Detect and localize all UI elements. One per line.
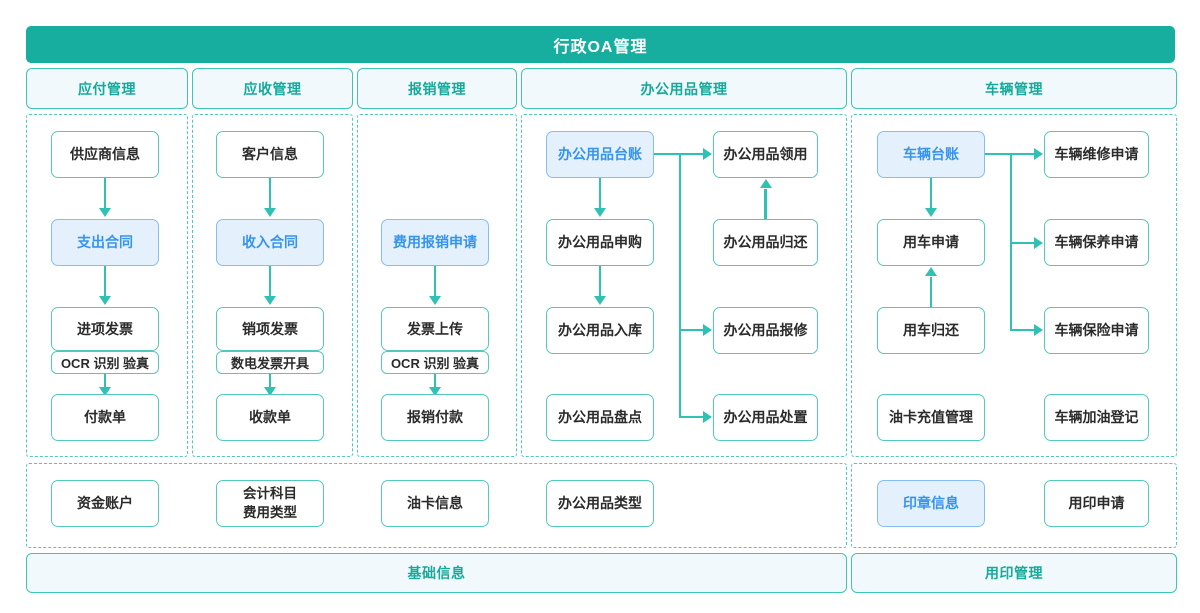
connector-arrow-right: [1034, 237, 1043, 250]
page-title: 行政OA管理: [26, 26, 1175, 63]
node-seal-info[interactable]: 印章信息: [877, 480, 985, 527]
node-vehicle-repair-request[interactable]: 车辆维修申请: [1044, 131, 1149, 178]
node-supplier-info[interactable]: 供应商信息: [51, 131, 159, 178]
connector-arrow-down: [99, 387, 111, 396]
node-supplies-ledger[interactable]: 办公用品台账: [546, 131, 654, 178]
group-box-seal: [851, 463, 1177, 548]
node-supplies-requisition[interactable]: 办公用品领用: [713, 131, 818, 178]
connector-line: [268, 266, 272, 297]
connector-arrow-down: [925, 208, 937, 217]
subnode-input-invoice-ocr[interactable]: OCR 识别 验真: [51, 351, 159, 374]
connector-arrow-down: [264, 296, 276, 305]
connector-line: [598, 266, 602, 297]
node-output-invoice[interactable]: 销项发票: [216, 307, 324, 351]
node-supplies-stocktake[interactable]: 办公用品盘点: [546, 394, 654, 441]
connector-arrow-down: [99, 296, 111, 305]
connector-line: [1010, 329, 1035, 332]
connector-line: [1010, 242, 1035, 245]
connector-arrow-right: [703, 411, 712, 424]
subnode-output-invoice-issue[interactable]: 数电发票开具: [216, 351, 324, 374]
connector-line: [654, 153, 681, 156]
node-vehicle-ledger[interactable]: 车辆台账: [877, 131, 985, 178]
section-header-payable[interactable]: 应付管理: [26, 68, 188, 109]
node-expense-claim[interactable]: 费用报销申请: [381, 219, 489, 266]
group-box-vehicle: [851, 114, 1177, 457]
footer-label-basic-info[interactable]: 基础信息: [26, 553, 847, 593]
group-box-supplies: [521, 114, 847, 457]
connector-line: [433, 374, 437, 388]
connector-line: [268, 374, 272, 388]
section-header-vehicle[interactable]: 车辆管理: [851, 68, 1177, 109]
node-fuel-card-info[interactable]: 油卡信息: [381, 480, 489, 527]
connector-arrow-down: [264, 208, 276, 217]
connector-arrow-right: [703, 324, 712, 337]
group-box-reimburse: [357, 114, 517, 457]
connector-arrow-down: [594, 296, 606, 305]
node-supplies-repair[interactable]: 办公用品报修: [713, 307, 818, 354]
connector-arrow-right: [1034, 148, 1043, 161]
node-input-invoice[interactable]: 进项发票: [51, 307, 159, 351]
node-reimbursement-payment[interactable]: 报销付款: [381, 394, 489, 441]
node-vehicle-insurance-request[interactable]: 车辆保险申请: [1044, 307, 1149, 354]
node-vehicle-use-request[interactable]: 用车申请: [877, 219, 985, 266]
node-vehicle-refuel-record[interactable]: 车辆加油登记: [1044, 394, 1149, 441]
node-fuel-card-recharge[interactable]: 油卡充值管理: [877, 394, 985, 441]
connector-arrow-down: [594, 208, 606, 217]
section-header-supplies[interactable]: 办公用品管理: [521, 68, 847, 109]
connector-line: [679, 153, 704, 156]
section-header-reimburse[interactable]: 报销管理: [357, 68, 517, 109]
connector-arrow-right: [703, 148, 712, 161]
connector-line: [433, 266, 437, 297]
group-box-receivable: [192, 114, 353, 457]
connector-line: [679, 416, 704, 419]
connector-arrow-right: [1034, 324, 1043, 337]
connector-line: [929, 178, 933, 209]
node-income-contract[interactable]: 收入合同: [216, 219, 324, 266]
group-box-payable: [26, 114, 188, 457]
connector-line: [1010, 153, 1035, 156]
node-supplies-return[interactable]: 办公用品归还: [713, 219, 818, 266]
connector-arrow-up: [925, 267, 937, 276]
connector-line: [103, 178, 107, 209]
node-accounting-subject[interactable]: 会计科目 费用类型: [216, 480, 324, 527]
node-supplies-purchase[interactable]: 办公用品申购: [546, 219, 654, 266]
node-customer-info[interactable]: 客户信息: [216, 131, 324, 178]
connector-arrow-down: [264, 387, 276, 396]
connector-line: [985, 153, 1012, 156]
node-supplies-inbound[interactable]: 办公用品入库: [546, 307, 654, 354]
node-payment-voucher[interactable]: 付款单: [51, 394, 159, 441]
connector-arrow-down: [429, 387, 441, 396]
node-supplies-disposal[interactable]: 办公用品处置: [713, 394, 818, 441]
node-expense-contract[interactable]: 支出合同: [51, 219, 159, 266]
connector-arrow-down: [429, 296, 441, 305]
connector-line: [103, 374, 107, 388]
footer-label-seal-management[interactable]: 用印管理: [851, 553, 1177, 593]
subnode-invoice-upload-ocr[interactable]: OCR 识别 验真: [381, 351, 489, 374]
connector-line: [929, 277, 933, 307]
node-invoice-upload[interactable]: 发票上传: [381, 307, 489, 351]
node-fund-account[interactable]: 资金账户: [51, 480, 159, 527]
group-box-basic-info: [26, 463, 847, 548]
connector-bus: [679, 153, 682, 418]
connector-line: [103, 266, 107, 297]
connector-arrow-up: [759, 179, 772, 188]
node-vehicle-return[interactable]: 用车归还: [877, 307, 985, 354]
connector-line: [598, 178, 602, 209]
connector-line: [679, 329, 704, 332]
connector-arrow-down: [99, 208, 111, 217]
section-header-receivable[interactable]: 应收管理: [192, 68, 353, 109]
node-seal-use-request[interactable]: 用印申请: [1044, 480, 1149, 527]
connector-line: [268, 178, 272, 209]
node-vehicle-maintenance-request[interactable]: 车辆保养申请: [1044, 219, 1149, 266]
node-supplies-type[interactable]: 办公用品类型: [546, 480, 654, 527]
connector-line: [764, 189, 767, 219]
node-receipt-voucher[interactable]: 收款单: [216, 394, 324, 441]
